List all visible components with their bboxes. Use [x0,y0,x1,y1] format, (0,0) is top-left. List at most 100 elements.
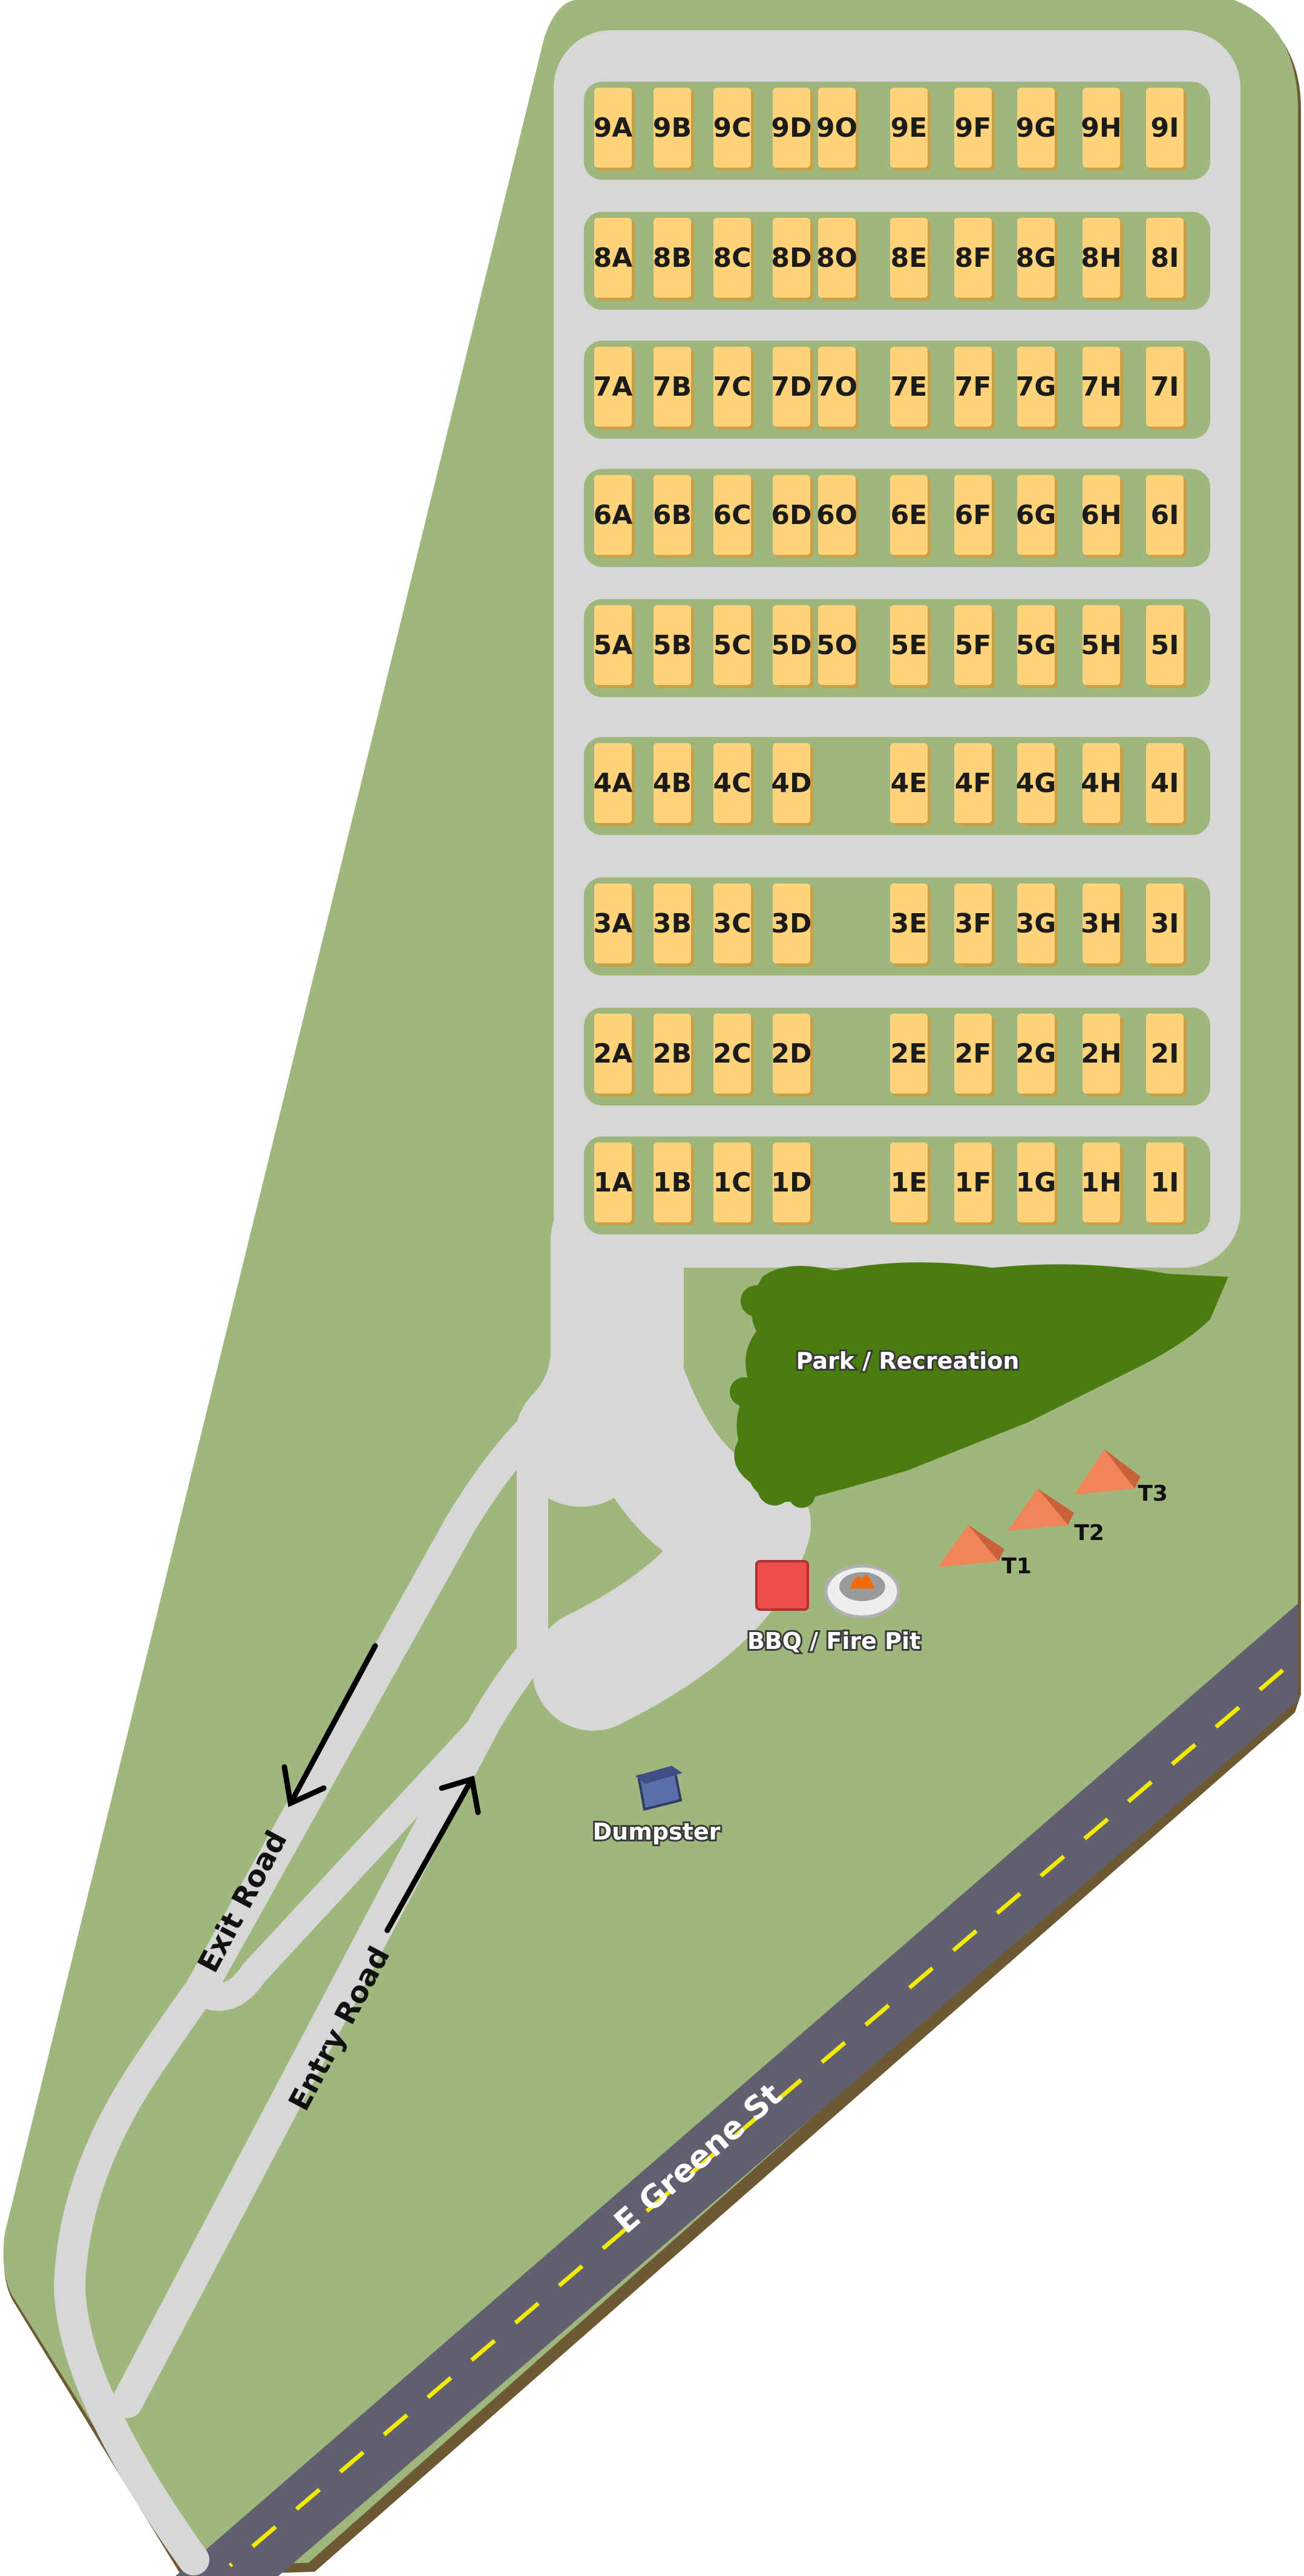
campsite-4I[interactable]: 4I [1146,743,1187,826]
campsite-8A[interactable]: 8A [594,218,635,301]
campsite-3E[interactable]: 3E [890,883,931,966]
bbq-fire-pit[interactable]: BBQ / Fire Pit [745,1560,922,1656]
campsite-6B[interactable]: 6B [653,475,694,558]
e-greene-st [175,1604,1298,2576]
campsite-6G[interactable]: 6G [1016,475,1058,558]
campsite-7G[interactable]: 7G [1016,347,1058,430]
campsite-2A[interactable]: 2A [594,1014,635,1096]
campsite-9B[interactable]: 9B [653,88,694,171]
campsite-2E[interactable]: 2E [890,1014,931,1096]
campsite-5H[interactable]: 5H [1081,605,1123,688]
campsite-5F[interactable]: 5F [954,605,995,688]
campsite-6H[interactable]: 6H [1081,475,1123,558]
campsite-7H[interactable]: 7H [1081,347,1123,430]
campsite-8C[interactable]: 8C [713,218,754,301]
campsite-9I[interactable]: 9I [1146,88,1187,171]
campsite-6D[interactable]: 6D [771,475,813,558]
campsite-2G[interactable]: 2G [1016,1014,1058,1096]
campsite-2H[interactable]: 2H [1081,1014,1123,1096]
campsite-3A[interactable]: 3A [594,883,635,966]
campsite-1D[interactable]: 1D [771,1142,813,1225]
campsite-7E[interactable]: 7E [890,347,931,430]
campsite-pad [1017,218,1055,298]
campsite-7F[interactable]: 7F [954,347,995,430]
campsite-4G[interactable]: 4G [1016,743,1058,826]
campsite-3D[interactable]: 3D [771,883,813,966]
campsite-9A[interactable]: 9A [594,88,635,171]
campsite-7A[interactable]: 7A [594,347,635,430]
campsite-2D[interactable]: 2D [771,1014,813,1096]
campsite-9C[interactable]: 9C [713,88,754,171]
campsite-4H[interactable]: 4H [1081,743,1123,826]
campsite-9G[interactable]: 9G [1016,88,1058,171]
campsite-9E[interactable]: 9E [890,88,931,171]
campsite-label: 5H [1081,630,1121,661]
campsite-9H[interactable]: 9H [1081,88,1123,171]
campsite-4E[interactable]: 4E [890,743,931,826]
tent-t3[interactable]: T3 [1074,1449,1168,1506]
campsite-2C[interactable]: 2C [713,1014,754,1096]
campsite-7D[interactable]: 7D [771,347,813,430]
campsite-1B[interactable]: 1B [653,1142,694,1225]
dumpster[interactable]: Dumpster [591,1766,722,1847]
campsite-5O[interactable]: 5O [816,605,859,688]
campsite-4D[interactable]: 4D [771,743,813,826]
campsite-8F[interactable]: 8F [954,218,995,301]
campsite-label: 1G [1016,1167,1057,1198]
tent-t2[interactable]: T2 [1007,1489,1104,1545]
campsite-8E[interactable]: 8E [890,218,931,301]
campsite-1E[interactable]: 1E [890,1142,931,1225]
campsite-1F[interactable]: 1F [954,1142,995,1225]
campsite-4B[interactable]: 4B [653,743,694,826]
campsite-1C[interactable]: 1C [713,1142,754,1225]
campsite-3G[interactable]: 3G [1016,883,1058,966]
campsite-7O[interactable]: 7O [816,347,859,430]
campsite-1A[interactable]: 1A [594,1142,635,1225]
campsite-7C[interactable]: 7C [713,347,754,430]
campsite-5B[interactable]: 5B [653,605,694,688]
exit-arrow [281,1643,378,1807]
campsite-8O[interactable]: 8O [816,218,859,301]
campsite-5C[interactable]: 5C [713,605,754,688]
campsite-3B[interactable]: 3B [653,883,694,966]
campsite-2F[interactable]: 2F [954,1014,995,1096]
campsite-pad [713,605,751,685]
campsite-5G[interactable]: 5G [1016,605,1058,688]
campsite-pad [954,883,992,963]
campsite-6A[interactable]: 6A [594,475,635,558]
campsite-4C[interactable]: 4C [713,743,754,826]
campsite-8I[interactable]: 8I [1146,218,1187,301]
campsite-8G[interactable]: 8G [1016,218,1058,301]
campsite-1I[interactable]: 1I [1146,1142,1187,1225]
campsite-4F[interactable]: 4F [954,743,995,826]
campsite-1H[interactable]: 1H [1081,1142,1123,1225]
campsite-5D[interactable]: 5D [771,605,813,688]
campsite-3I[interactable]: 3I [1146,883,1187,966]
campsite-2I[interactable]: 2I [1146,1014,1187,1096]
campsite-9O[interactable]: 9O [816,88,859,171]
campsite-6O[interactable]: 6O [816,475,859,558]
campsite-4A[interactable]: 4A [594,743,635,826]
campsite-8H[interactable]: 8H [1081,218,1123,301]
campsite-6E[interactable]: 6E [890,475,931,558]
campsite-6I[interactable]: 6I [1146,475,1187,558]
park-recreation-area[interactable]: Park / Recreation [730,1262,1228,1508]
tent-t1[interactable]: T1 [938,1525,1032,1579]
campsite-8D[interactable]: 8D [771,218,813,301]
campsite-5A[interactable]: 5A [594,605,635,688]
campsite-3H[interactable]: 3H [1081,883,1123,966]
campsite-7B[interactable]: 7B [653,347,694,430]
campsite-3C[interactable]: 3C [713,883,754,966]
campsite-9D[interactable]: 9D [771,88,813,171]
campsite-5I[interactable]: 5I [1146,605,1187,688]
campsite-3F[interactable]: 3F [954,883,995,966]
campsite-6C[interactable]: 6C [713,475,754,558]
campsite-8B[interactable]: 8B [653,218,694,301]
campsite-1G[interactable]: 1G [1016,1142,1058,1225]
campsite-7I[interactable]: 7I [1146,347,1187,430]
campsite-2B[interactable]: 2B [653,1014,694,1096]
campsite-5E[interactable]: 5E [890,605,931,688]
campsite-6F[interactable]: 6F [954,475,995,558]
campsite-9F[interactable]: 9F [954,88,995,171]
